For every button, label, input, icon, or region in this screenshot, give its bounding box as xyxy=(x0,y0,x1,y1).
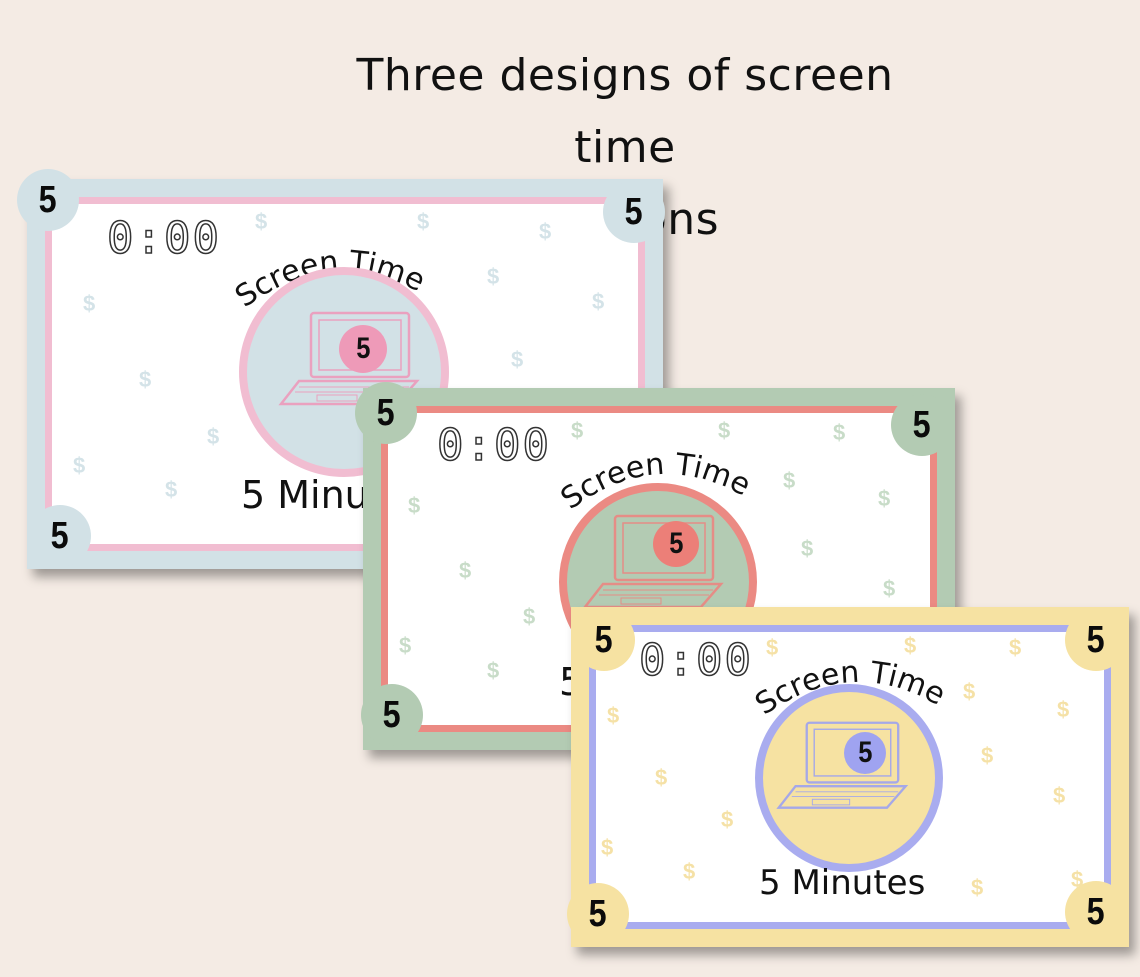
laptop-icon xyxy=(776,721,909,809)
laptop-icon xyxy=(582,514,724,609)
corner-number-top-right: 5 xyxy=(891,394,953,456)
dollar-sign-icon: $ xyxy=(539,219,552,244)
dollar-sign-icon: $ xyxy=(801,536,814,561)
dollar-sign-icon: $ xyxy=(683,859,696,884)
dollar-sign-icon: $ xyxy=(83,291,96,316)
dollar-sign-icon: $ xyxy=(487,658,500,683)
corner-number-bottom-left: 5 xyxy=(361,684,423,746)
center-number-badge: 5 xyxy=(653,521,699,567)
dollar-sign-icon: $ xyxy=(571,418,584,443)
dollar-sign-icon: $ xyxy=(718,418,731,443)
coupon-green: $$$$$$$$$$$$ 0:00 Screen Time 5 5 5 5 5 xyxy=(355,382,955,750)
dollar-sign-icon: $ xyxy=(766,635,779,660)
dollar-sign-icon: $ xyxy=(408,493,421,518)
dollar-sign-icon: $ xyxy=(655,765,668,790)
dollar-sign-icon: $ xyxy=(487,264,500,289)
clock-display: 0:00 xyxy=(436,420,551,471)
corner-number-top-left: 5 xyxy=(355,382,417,444)
dollar-sign-icon: $ xyxy=(971,875,984,900)
dollar-sign-icon: $ xyxy=(255,209,268,234)
corner-number-bottom-left: 5 xyxy=(29,505,91,567)
corner-number-bottom-right: 5 xyxy=(1065,881,1127,943)
dollar-sign-icon: $ xyxy=(139,367,152,392)
dollar-sign-icon: $ xyxy=(1053,783,1066,808)
dollar-sign-icon: $ xyxy=(607,703,620,728)
dollar-sign-icon: $ xyxy=(459,558,472,583)
dollar-sign-icon: $ xyxy=(1009,635,1022,660)
dollar-sign-icon: $ xyxy=(73,453,86,478)
dollar-sign-icon: $ xyxy=(523,604,536,629)
dollar-sign-icon: $ xyxy=(783,468,796,493)
corner-number-bottom-left: 5 xyxy=(567,883,629,945)
coupon-inner xyxy=(589,625,1111,929)
dollar-sign-icon: $ xyxy=(207,424,220,449)
clock-display: 0:00 xyxy=(106,213,221,264)
center-number-badge: 5 xyxy=(844,732,886,774)
corner-number-top-right: 5 xyxy=(603,181,665,243)
dollar-sign-icon: $ xyxy=(963,679,976,704)
clock-display: 0:00 xyxy=(638,635,753,686)
dollar-sign-icon: $ xyxy=(981,743,994,768)
dollar-sign-icon: $ xyxy=(165,477,178,502)
coupon-blue: $$$$$$$$$$$ 0:00 Screen Time 5 5 Minutes… xyxy=(17,169,665,569)
coupon-yellow: $$$$$$$$$$$$$$ 0:00 Screen Time 5 5 Minu… xyxy=(567,607,1129,947)
minutes-label: 5 Minutes xyxy=(759,863,926,903)
corner-number-top-left: 5 xyxy=(573,609,635,671)
corner-number-top-right: 5 xyxy=(1065,609,1127,671)
dollar-sign-icon: $ xyxy=(721,807,734,832)
dollar-sign-icon: $ xyxy=(592,289,605,314)
dollar-sign-icon: $ xyxy=(904,633,917,658)
dollar-sign-icon: $ xyxy=(833,420,846,445)
page-title: Three designs of screen time coupons xyxy=(300,40,950,256)
dollar-sign-icon: $ xyxy=(883,576,896,601)
center-number-badge: 5 xyxy=(339,325,387,373)
dollar-sign-icon: $ xyxy=(1057,697,1070,722)
dollar-sign-icon: $ xyxy=(511,347,524,372)
dollar-sign-icon: $ xyxy=(878,486,891,511)
title-line-1: Three designs of screen time xyxy=(356,50,894,173)
dollar-sign-icon: $ xyxy=(399,633,412,658)
corner-number-top-left: 5 xyxy=(17,169,79,231)
dollar-sign-icon: $ xyxy=(417,209,430,234)
dollar-sign-icon: $ xyxy=(601,835,614,860)
center-circle xyxy=(755,684,943,872)
